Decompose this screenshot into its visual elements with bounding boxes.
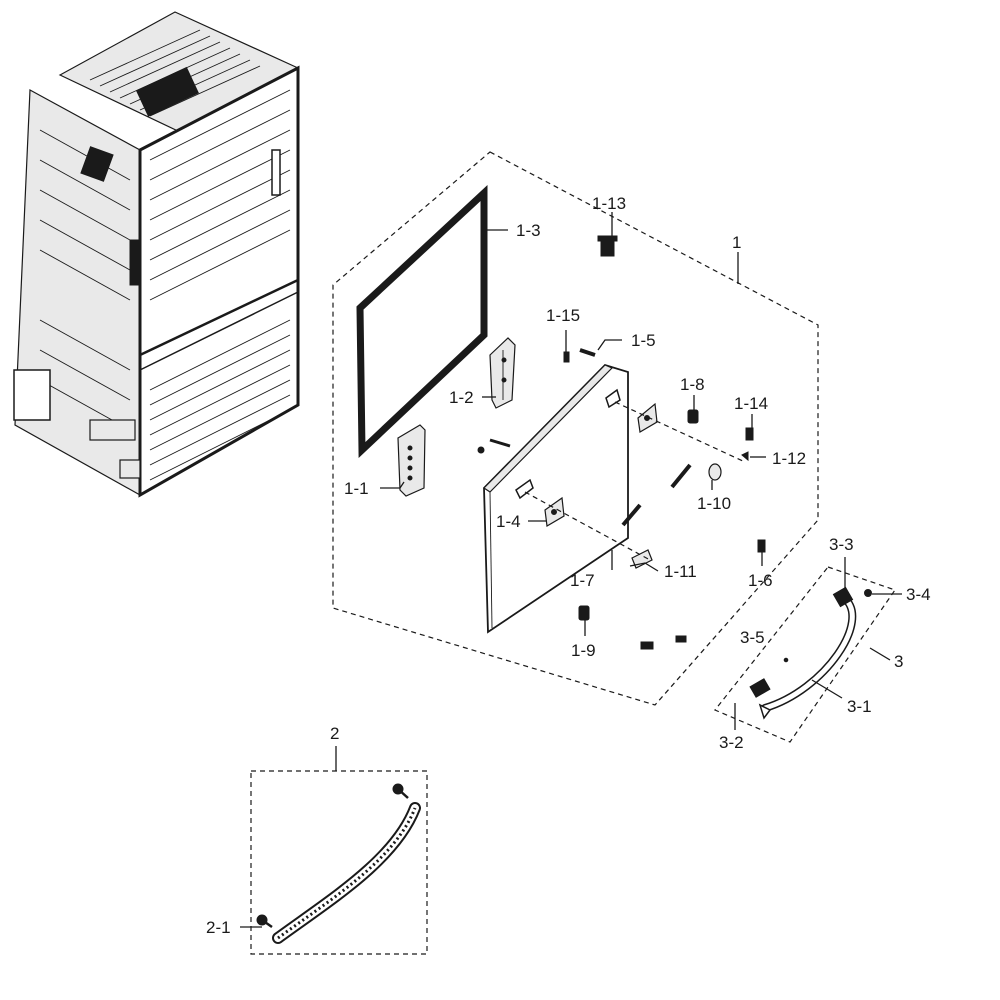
assembly-2-boundary — [250, 770, 428, 955]
callout-1-4: 1-4 — [496, 512, 521, 531]
callout-2: 2 — [330, 724, 339, 743]
callout-1-1: 1-1 — [344, 479, 369, 498]
bolt-set — [597, 235, 618, 257]
cam-bracket-right — [637, 402, 658, 433]
callout-1-12: 1-12 — [772, 449, 806, 468]
callout-1-10: 1-10 — [697, 494, 731, 513]
callout-3-2: 3-2 — [719, 733, 744, 752]
assembly-1-boundary — [332, 151, 819, 706]
callout-3-3: 3-3 — [829, 535, 854, 554]
screw-1-14 — [745, 427, 754, 441]
callout-1-6: 1-6 — [748, 571, 773, 590]
assembly-3-boundary — [714, 566, 896, 743]
hinge-screws — [477, 438, 511, 454]
upper-hinge — [489, 337, 516, 409]
callout-1-14: 1-14 — [734, 394, 768, 413]
callout-3-5: 3-5 — [740, 628, 765, 647]
dowel-upper — [670, 463, 692, 489]
screw-1-12 — [741, 451, 749, 462]
door-handle — [749, 586, 872, 720]
cap-1-9 — [578, 605, 590, 621]
callout-1-7: 1-7 — [570, 571, 595, 590]
callout-2-1: 2-1 — [206, 918, 231, 937]
dowel-lower — [621, 503, 642, 527]
freezer-handle — [256, 783, 421, 944]
callout-1-13: 1-13 — [592, 194, 626, 213]
screw-1-6 — [757, 539, 766, 553]
callout-3-4: 3-4 — [906, 585, 931, 604]
callout-1-5: 1-5 — [631, 331, 656, 350]
callout-1: 1 — [732, 233, 741, 252]
alignment-line-upper — [614, 401, 746, 463]
callout-1-3: 1-3 — [516, 221, 541, 240]
alignment-line-lower — [524, 491, 651, 561]
refrigerator-cabinet — [13, 11, 300, 498]
door-panel — [483, 363, 629, 634]
callout-3-1: 3-1 — [847, 697, 872, 716]
callout-1-15: 1-15 — [546, 306, 580, 325]
callout-1-11: 1-11 — [664, 562, 697, 581]
bottom-screw-right — [675, 635, 687, 643]
clip-1-10 — [708, 463, 722, 481]
pin-1-5 — [579, 348, 596, 357]
callout-3: 3 — [894, 652, 903, 671]
screw-1-15 — [563, 351, 570, 363]
bottom-screw-left — [640, 641, 654, 650]
lower-hinge — [397, 424, 426, 497]
callout-1-8: 1-8 — [680, 375, 705, 394]
cap-1-8 — [687, 409, 699, 424]
callout-1-9: 1-9 — [571, 641, 596, 660]
leader-lines — [240, 212, 902, 928]
callout-1-2: 1-2 — [449, 388, 474, 407]
door-gasket — [356, 184, 488, 459]
